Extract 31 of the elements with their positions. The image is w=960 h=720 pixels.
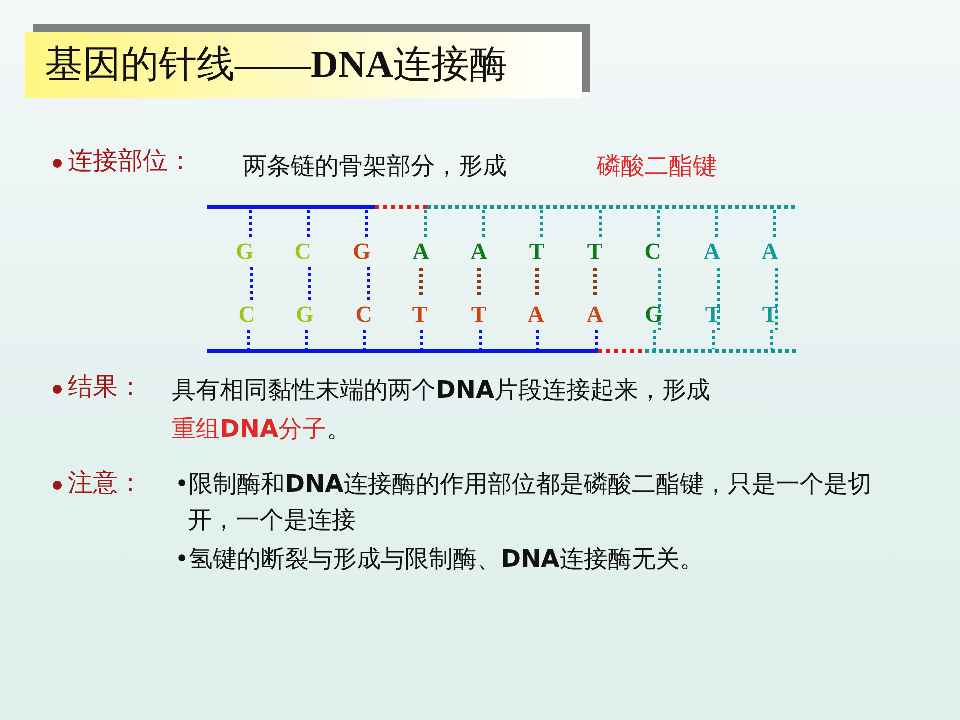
base-letter: T bbox=[471, 301, 487, 329]
base-letter: T bbox=[762, 301, 778, 329]
base-letter: A bbox=[762, 238, 778, 266]
base-letter: C bbox=[356, 301, 372, 329]
base-letter: T bbox=[587, 238, 603, 266]
bullet-text: •限制酶和DNA连接酶的作用部位都是磷酸二酯键，只是一个是切开，一个是连接 bbox=[175, 469, 873, 536]
highlight-text: 磷酸二酯键 bbox=[597, 152, 717, 181]
section-heading: 连接部位： bbox=[68, 146, 193, 176]
base-letter: C bbox=[644, 238, 662, 266]
bullet-text: •氢键的断裂与形成与限制酶、DNA连接酶无关。 bbox=[175, 545, 704, 574]
base-letter: G bbox=[645, 301, 663, 329]
section-heading: 注意： bbox=[68, 468, 143, 498]
base-letter: G bbox=[236, 238, 254, 266]
base-letter: G bbox=[353, 238, 371, 266]
section-heading: 结果： bbox=[68, 372, 143, 402]
base-letter: C bbox=[294, 238, 312, 266]
base-letter: C bbox=[238, 301, 256, 329]
body-text: 两条链的骨架部分，形成 bbox=[243, 152, 507, 181]
base-letter: A bbox=[586, 301, 604, 329]
highlight-text: 重组DNA分子 bbox=[172, 415, 327, 444]
base-letter: A bbox=[412, 238, 430, 266]
body-text: 具有相同黏性末端的两个DNA片段连接起来，形成 bbox=[172, 376, 711, 405]
base-letter: A bbox=[470, 238, 488, 266]
base-letter: G bbox=[296, 301, 314, 329]
base-letter: A bbox=[704, 238, 720, 266]
base-letter: A bbox=[528, 301, 544, 329]
base-letter: T bbox=[412, 301, 428, 329]
punctuation: 。 bbox=[327, 415, 351, 444]
base-letter: T bbox=[705, 301, 721, 329]
base-letter: T bbox=[529, 238, 545, 266]
title: 基因的针线——DNA连接酶 bbox=[25, 32, 582, 98]
